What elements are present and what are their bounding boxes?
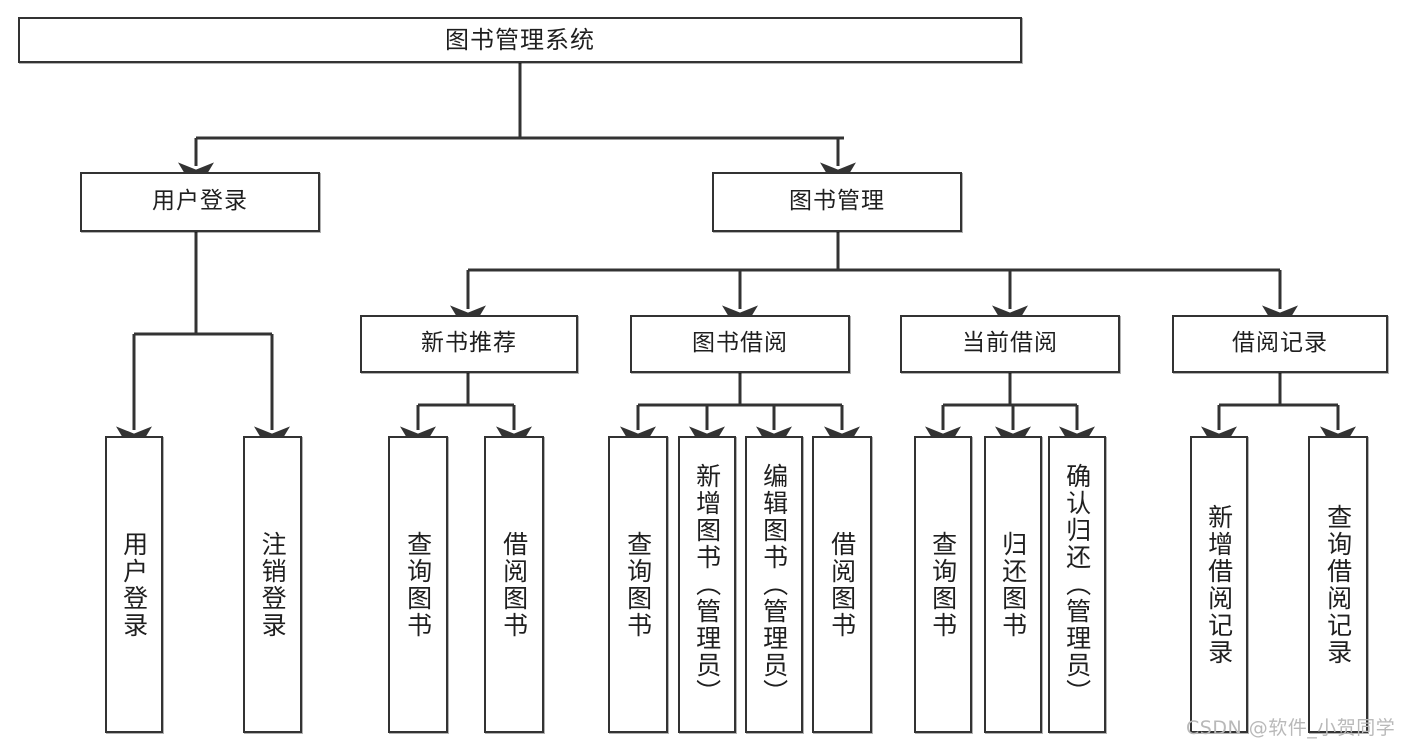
node-leaf-borrow-query-book[interactable]: 查询图书 (608, 436, 668, 733)
node-leaf-recommend-query-book[interactable]: 查询图书 (388, 436, 448, 733)
node-leaf-borrow-edit-book[interactable]: 编辑图书（管理员） (745, 436, 803, 733)
node-user-login[interactable]: 用户登录 (80, 172, 320, 232)
node-book-borrow[interactable]: 图书借阅 (630, 315, 850, 373)
node-leaf-borrow-borrow-book[interactable]: 借阅图书 (812, 436, 872, 733)
node-leaf-recommend-borrow-book[interactable]: 借阅图书 (484, 436, 544, 733)
node-leaf-user-logout[interactable]: 注销登录 (243, 436, 302, 733)
node-leaf-record-query-record[interactable]: 查询借阅记录 (1308, 436, 1368, 733)
node-leaf-current-return-book[interactable]: 归还图书 (984, 436, 1042, 733)
node-leaf-user-login[interactable]: 用户登录 (105, 436, 163, 733)
node-leaf-current-confirm-return[interactable]: 确认归还（管理员） (1048, 436, 1106, 733)
node-leaf-current-query-book[interactable]: 查询图书 (914, 436, 972, 733)
node-leaf-borrow-add-book[interactable]: 新增图书（管理员） (678, 436, 736, 733)
node-new-book-recommend[interactable]: 新书推荐 (360, 315, 578, 373)
csdn-watermark: CSDN @软件_小贺同学 (1186, 717, 1396, 739)
node-current-borrow[interactable]: 当前借阅 (900, 315, 1120, 373)
node-borrow-record[interactable]: 借阅记录 (1172, 315, 1388, 373)
node-root-book-management-system[interactable]: 图书管理系统 (18, 17, 1022, 63)
node-leaf-record-add-record[interactable]: 新增借阅记录 (1190, 436, 1248, 733)
node-book-manage[interactable]: 图书管理 (712, 172, 962, 232)
